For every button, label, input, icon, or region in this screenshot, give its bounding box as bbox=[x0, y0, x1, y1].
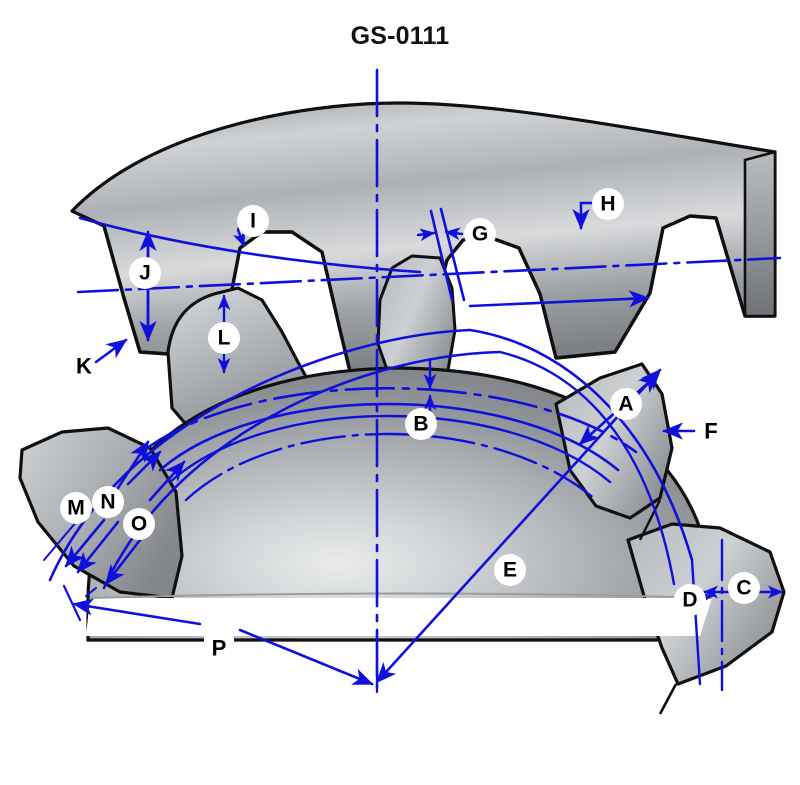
helix-reference-line bbox=[76, 256, 782, 294]
callout-B[interactable]: B bbox=[405, 408, 437, 440]
callout-bubble-L bbox=[208, 322, 240, 354]
page-title: GS-0111 bbox=[350, 22, 450, 50]
callout-bubble-N bbox=[92, 486, 124, 518]
callout-N[interactable]: N bbox=[92, 486, 124, 518]
callout-label-H: H bbox=[600, 193, 615, 216]
callout-label-K: K bbox=[76, 354, 92, 379]
tooth-lower-edge bbox=[658, 683, 678, 715]
leader-K bbox=[94, 338, 128, 364]
callout-bubble-J bbox=[129, 257, 161, 289]
dimension-O-up bbox=[148, 460, 186, 502]
callout-label-A: A bbox=[618, 393, 633, 416]
dimension-E bbox=[375, 368, 662, 684]
callout-E[interactable]: E bbox=[494, 554, 526, 586]
callout-L[interactable]: L bbox=[208, 322, 240, 354]
callout-bubble-B bbox=[405, 408, 437, 440]
callout-label-N: N bbox=[100, 491, 115, 514]
tooth-thickness-line-1 bbox=[429, 209, 454, 302]
callout-label-C: C bbox=[736, 577, 751, 600]
callout-label-D: D bbox=[682, 589, 697, 612]
callout-label-E: E bbox=[503, 559, 517, 582]
callout-K[interactable]: K bbox=[76, 354, 92, 379]
back-tooth-profile-right bbox=[485, 214, 775, 360]
callout-bubble-M bbox=[60, 492, 92, 524]
tooth-flank-line-right bbox=[690, 558, 702, 686]
callout-P[interactable]: P bbox=[204, 634, 234, 662]
callout-bubble-A bbox=[610, 388, 642, 420]
callout-A[interactable]: A bbox=[610, 388, 642, 420]
callout-label-O: O bbox=[131, 513, 147, 536]
pitch-arc-back bbox=[78, 216, 422, 274]
callout-bubble-C bbox=[728, 572, 760, 604]
callout-H[interactable]: H bbox=[592, 188, 624, 220]
dimension-P-left bbox=[72, 598, 202, 626]
callout-bubble-H bbox=[592, 188, 624, 220]
callout-label-F: F bbox=[704, 419, 717, 444]
callout-bubble-D bbox=[674, 584, 706, 616]
callout-label-B: B bbox=[413, 413, 428, 436]
leader-H bbox=[572, 201, 596, 230]
callout-label-M: M bbox=[67, 497, 85, 520]
dimension-M-down bbox=[64, 518, 106, 568]
callout-I[interactable]: I bbox=[237, 205, 269, 237]
dimension-N-up bbox=[126, 450, 162, 486]
dimension-O-down bbox=[104, 538, 142, 586]
ext-line-O bbox=[85, 587, 97, 597]
callout-label-I: I bbox=[250, 210, 256, 233]
callout-label-L: L bbox=[218, 327, 231, 350]
tooth-thickness-line-2 bbox=[439, 207, 466, 302]
callout-G[interactable]: G bbox=[464, 218, 496, 250]
callout-J[interactable]: J bbox=[129, 257, 161, 289]
callout-F[interactable]: F bbox=[704, 419, 717, 444]
dimension-P-right bbox=[238, 628, 374, 686]
callout-label-J: J bbox=[139, 262, 151, 285]
callout-D[interactable]: D bbox=[674, 584, 706, 616]
dimension-M-up bbox=[116, 440, 150, 490]
callout-label-G: G bbox=[472, 223, 488, 246]
callout-O[interactable]: O bbox=[123, 508, 155, 540]
ext-line-P-left bbox=[62, 584, 82, 622]
rim-right-side-face bbox=[743, 150, 777, 318]
callout-bubble-E bbox=[494, 554, 526, 586]
callout-bubble-I bbox=[237, 205, 269, 237]
dimension-N-down bbox=[76, 520, 120, 574]
callout-gap-P bbox=[204, 634, 234, 662]
callout-C[interactable]: C bbox=[728, 572, 760, 604]
dimension-G-right bbox=[444, 227, 464, 241]
helix-direction-arrow bbox=[468, 290, 650, 308]
callout-bubble-O bbox=[123, 508, 155, 540]
rim-side bbox=[743, 150, 777, 318]
callout-bubble-G bbox=[464, 218, 496, 250]
callout-label-P: P bbox=[212, 636, 227, 661]
dimension-G-left bbox=[416, 228, 436, 242]
callout-M[interactable]: M bbox=[60, 492, 92, 524]
